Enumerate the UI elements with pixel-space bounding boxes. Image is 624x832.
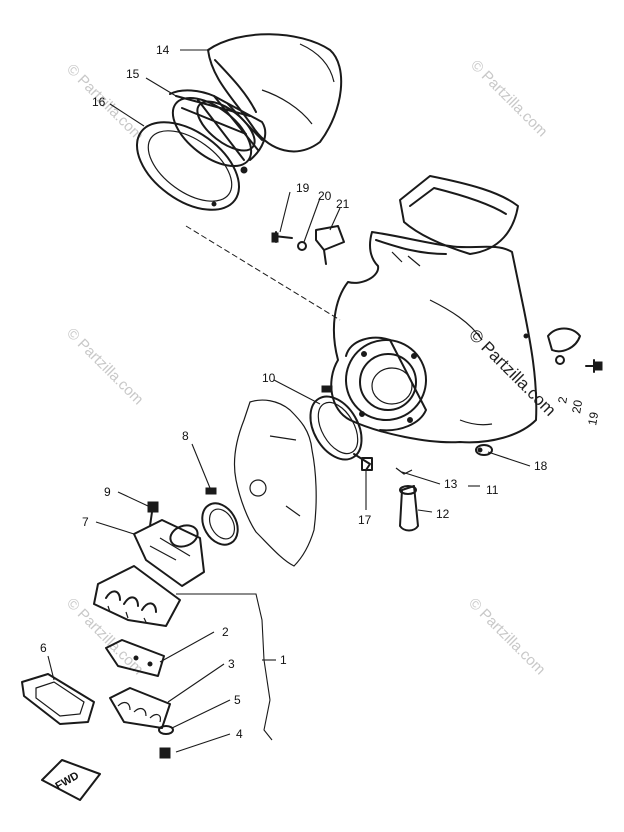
screw-and-washer (158, 725, 174, 759)
watermark-top-right: © Partzilla.com (467, 57, 550, 140)
intake-manifold (133, 519, 205, 587)
callout-8: 8 (182, 429, 189, 443)
bolt-9 (147, 501, 159, 527)
callout-labels: 14 15 16 19 20 21 10 8 9 7 17 18 13 11 1… (40, 43, 601, 741)
alignment-line (185, 225, 341, 321)
callout-17: 17 (358, 513, 372, 527)
cylinder-outline (233, 399, 317, 567)
grommet-18 (475, 444, 493, 456)
filter-gasket (135, 121, 241, 211)
callout-1: 1 (280, 653, 287, 667)
callout-15: 15 (126, 67, 140, 81)
air-box (330, 175, 538, 444)
forward-direction-marker: FWD (41, 759, 101, 801)
air-filter-cap (207, 33, 343, 153)
callout-10: 10 (262, 371, 276, 385)
reed-petals (109, 687, 171, 729)
callout-7: 7 (82, 515, 89, 529)
callout-5: 5 (234, 693, 241, 707)
callout-4: 4 (236, 727, 243, 741)
callout-14: 14 (156, 43, 170, 57)
callout-12: 12 (436, 507, 450, 521)
bolt-17 (361, 457, 373, 471)
watermark-bottom-right: © Partzilla.com (465, 595, 548, 678)
watermark-bottom-left: © Partzilla.com (63, 595, 146, 678)
callout-2: 2 (222, 625, 229, 639)
bracket-assembly-right (523, 327, 603, 373)
callout-16: 16 (92, 95, 106, 109)
watermark-mid-left: © Partzilla.com (63, 325, 146, 408)
reed-valve-block (93, 565, 181, 627)
callout-18: 18 (534, 459, 548, 473)
callout-9: 9 (104, 485, 111, 499)
callout-11: 11 (486, 483, 499, 497)
hose-clamp-small (201, 487, 239, 546)
callout-6: 6 (40, 641, 47, 655)
callout-19-right: 19 (585, 411, 601, 427)
callout-2-right: 2 (555, 395, 570, 404)
hose-clamp-large (309, 385, 371, 471)
air-filter-frame (169, 89, 267, 174)
reed-plate (105, 639, 165, 677)
callout-20-top: 20 (318, 189, 332, 203)
leader-lines (47, 49, 531, 753)
callout-20-right: 20 (569, 399, 585, 415)
watermark-mid-right: © Partzilla.com (465, 325, 559, 419)
forward-label: FWD (54, 770, 82, 793)
vent-tube-assembly (395, 467, 419, 532)
callout-21: 21 (336, 197, 350, 211)
reed-gasket (21, 673, 95, 725)
callout-3: 3 (228, 657, 235, 671)
callout-19-top: 19 (296, 181, 310, 195)
callout-13: 13 (444, 477, 458, 491)
bracket-assembly-top (271, 225, 345, 265)
